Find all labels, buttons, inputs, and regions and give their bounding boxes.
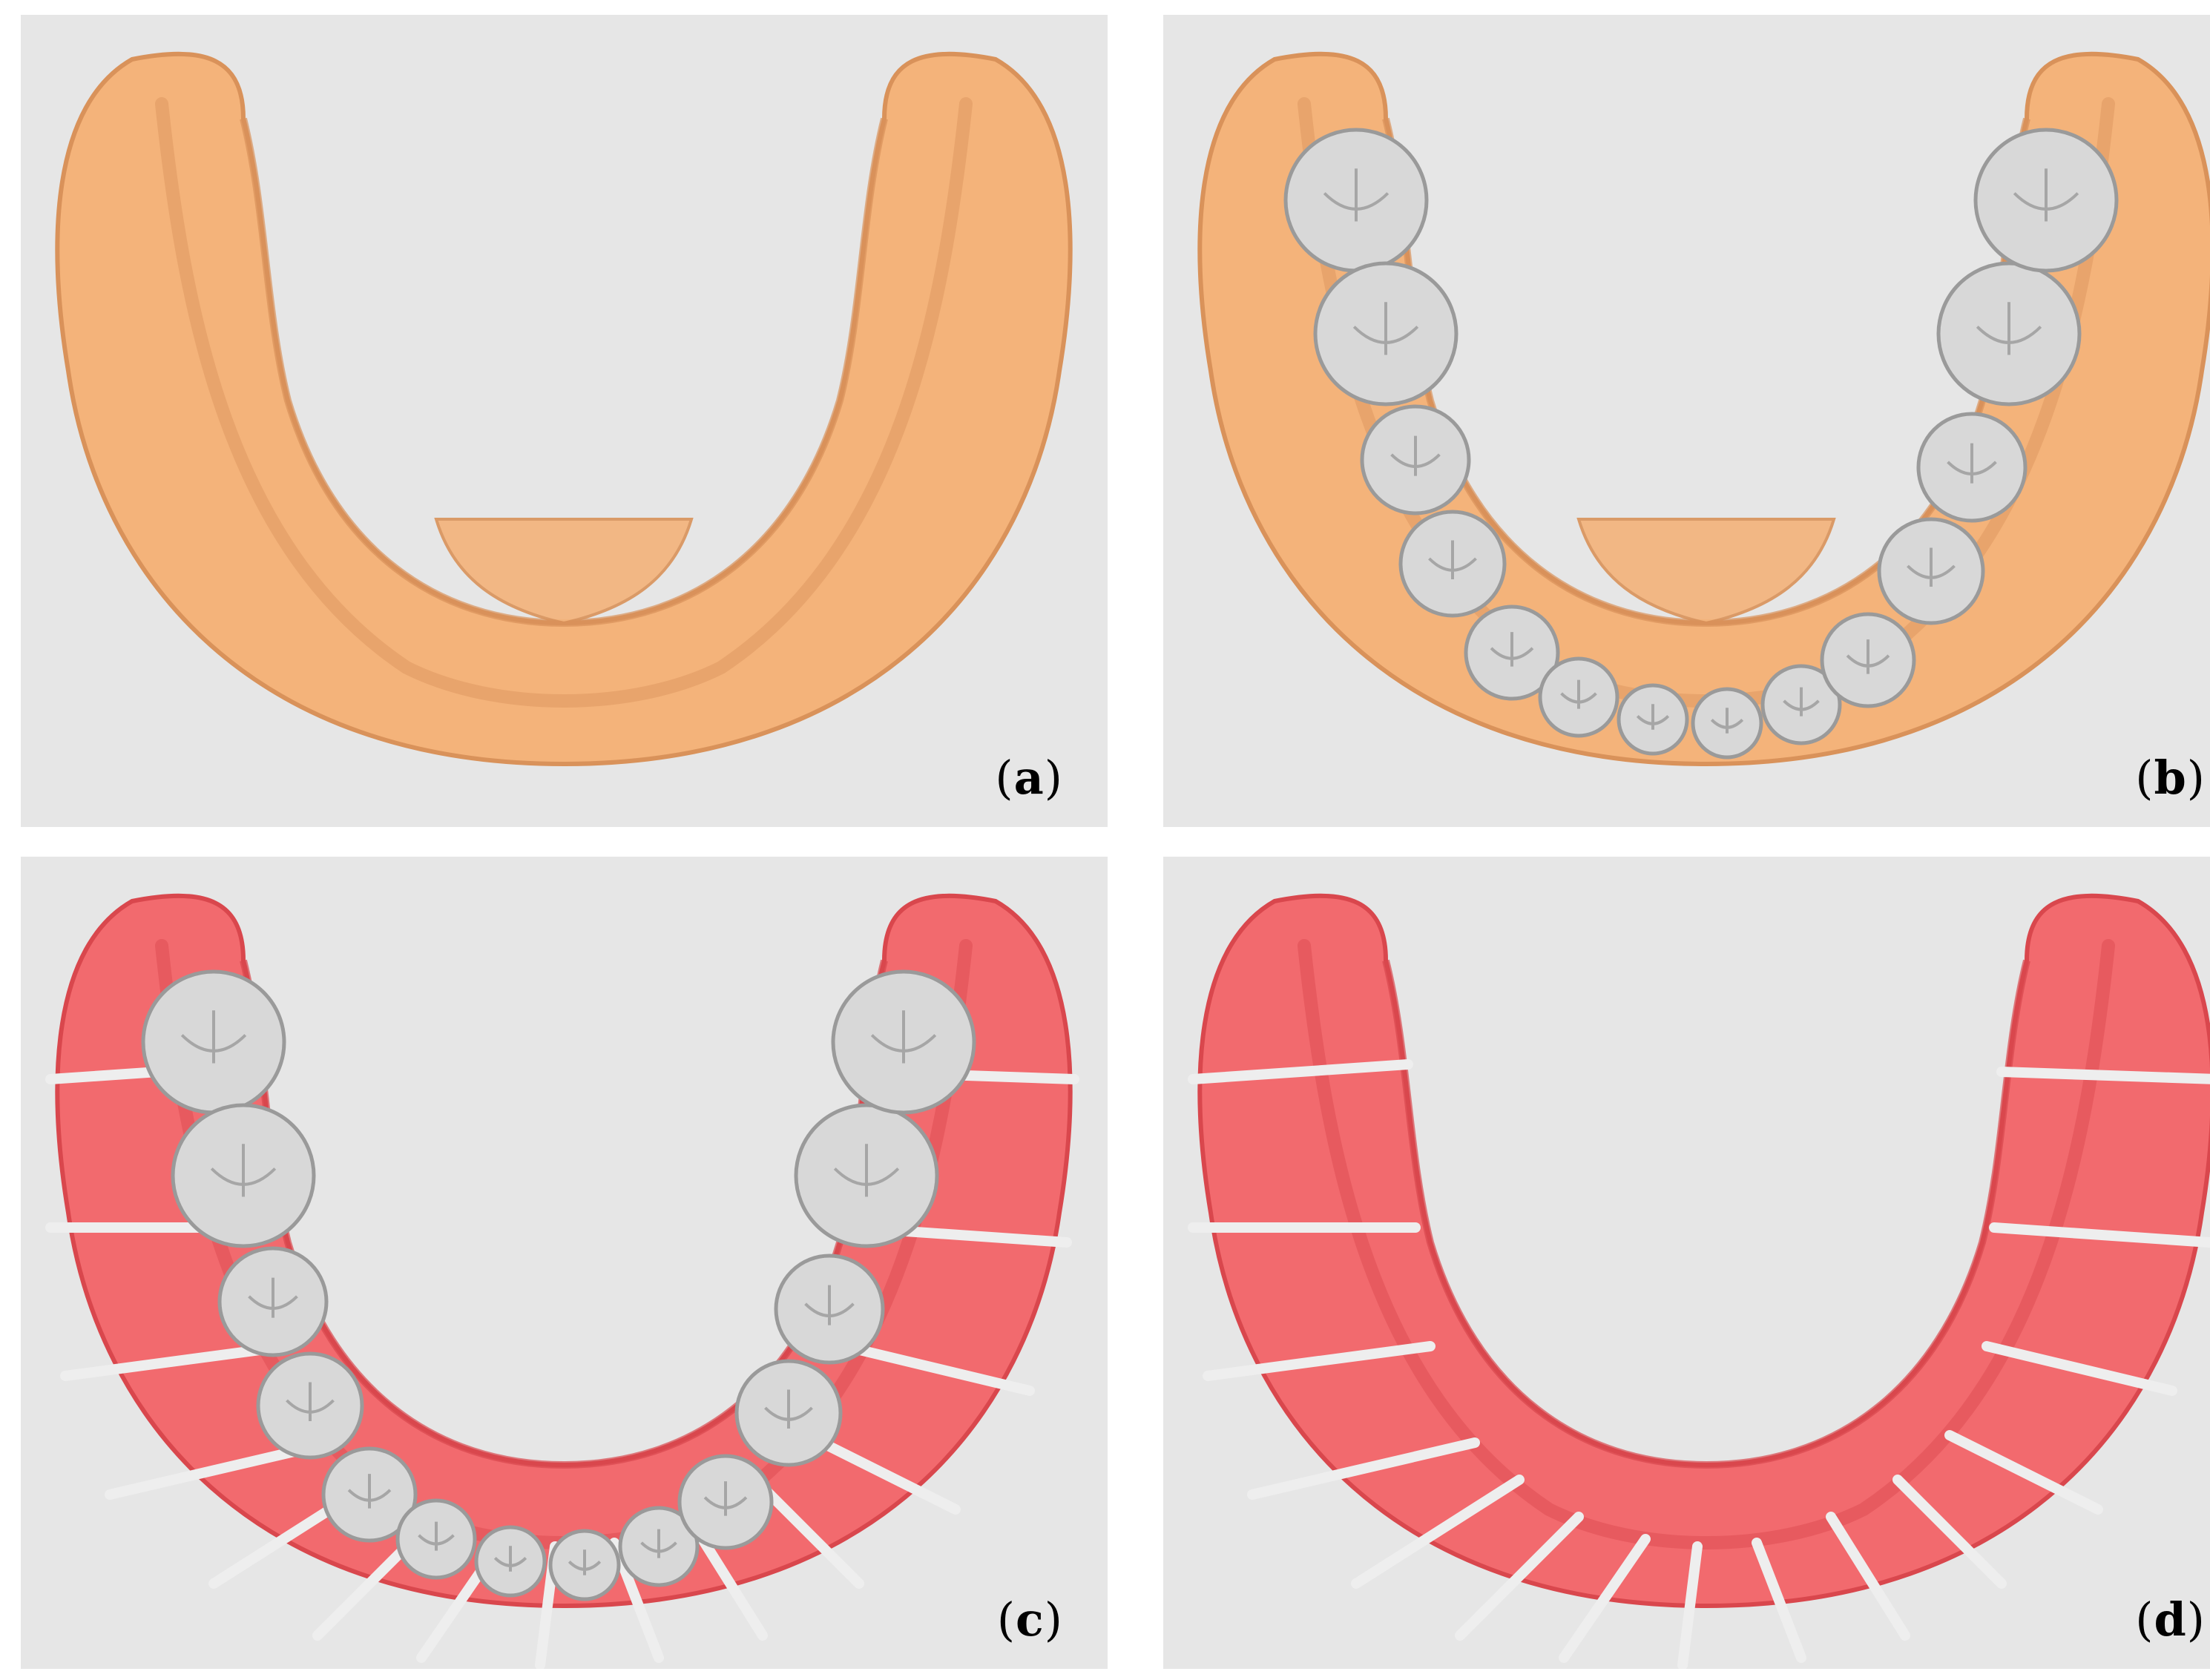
- tooth-fissure: [1490, 632, 1534, 667]
- arch-ridge: [155, 97, 973, 708]
- tooth-fissure: [418, 1521, 455, 1551]
- segment-cut-line: [1982, 1341, 2177, 1396]
- tooth-fissure: [2013, 168, 2079, 222]
- panel-label-a: (a): [995, 751, 1063, 805]
- tooth-fissure: [1846, 639, 1890, 674]
- tooth-fissure: [1976, 302, 2042, 355]
- tooth-fissure: [1323, 168, 1390, 222]
- tooth-fissure: [210, 1144, 277, 1197]
- arch-body: [1197, 893, 2210, 1609]
- panel-c-segmented-gingiva-with-teeth: (c): [21, 857, 1108, 1669]
- tooth-fissure: [248, 1277, 298, 1318]
- tooth-fissure: [568, 1549, 602, 1575]
- segment-cut-line: [1188, 1059, 1413, 1084]
- segment-cut-line: [1247, 1437, 1480, 1500]
- tooth-fissure: [1390, 435, 1441, 476]
- tooth-fissure: [1947, 443, 1997, 484]
- tooth-fissure: [1783, 687, 1820, 717]
- segment-cut-line: [839, 1341, 1035, 1396]
- panel-label-d: (d): [2135, 1592, 2206, 1647]
- tooth-fissure: [1352, 302, 1419, 355]
- arch-illustration-a: [55, 51, 1073, 767]
- tooth-fissure: [1560, 679, 1597, 709]
- segment-cut-line: [1351, 1475, 1525, 1589]
- segment-cut-line: [1826, 1512, 1910, 1641]
- panel-label-c: (c): [996, 1592, 1063, 1647]
- panel-d-segmented-gingiva: (d): [1163, 857, 2210, 1669]
- segment-cut-line: [1203, 1341, 1435, 1381]
- tooth-fissure: [833, 1144, 900, 1197]
- segment-cut-line: [1677, 1541, 1703, 1669]
- dental-arch-shape: [55, 51, 1073, 767]
- arch-body: [55, 51, 1073, 767]
- segment-cut-line: [1455, 1512, 1584, 1641]
- tooth-fissure: [804, 1285, 855, 1325]
- arch-illustration-c: [45, 893, 1079, 1669]
- tooth-fissure: [1636, 704, 1670, 730]
- teeth-set: [141, 969, 976, 1601]
- teeth-set: [1283, 128, 2119, 760]
- segment-cut-line: [1892, 1475, 2007, 1589]
- tooth-fissure: [764, 1389, 813, 1429]
- tooth-fissure: [870, 1010, 937, 1064]
- tooth-fissure: [1907, 547, 1956, 587]
- panel-label-b: (b): [2135, 751, 2206, 805]
- tooth-fissure: [286, 1382, 335, 1421]
- tooth-fissure: [703, 1481, 748, 1516]
- tooth-fissure: [1428, 540, 1477, 579]
- segment-cut-line: [1989, 1222, 2210, 1248]
- panel-b-arch-with-teeth: (b): [1163, 15, 2210, 827]
- gingiva-arch-shape: [1197, 893, 2210, 1609]
- arch-inner-edge: [1382, 959, 2030, 1469]
- segment-cut-line: [1944, 1430, 2103, 1515]
- segment-cuts: [1188, 1059, 2210, 1669]
- panel-a-arch-model: (a): [21, 15, 1108, 827]
- segment-cut-line: [802, 1430, 961, 1515]
- segment-cut-line: [1752, 1538, 1806, 1663]
- segment-cut-line: [1996, 1067, 2210, 1084]
- tooth-fissure: [347, 1474, 392, 1509]
- tooth-fissure: [493, 1546, 527, 1572]
- lingual-floor: [1576, 518, 1836, 625]
- segment-cut-line: [1559, 1534, 1651, 1663]
- arch-illustration-b: [1197, 51, 2210, 767]
- tooth-fissure: [180, 1010, 247, 1064]
- lingual-floor: [434, 518, 694, 625]
- arch-illustration-d: [1188, 893, 2210, 1669]
- tooth-fissure: [1710, 708, 1744, 734]
- tooth-fissure: [640, 1529, 677, 1558]
